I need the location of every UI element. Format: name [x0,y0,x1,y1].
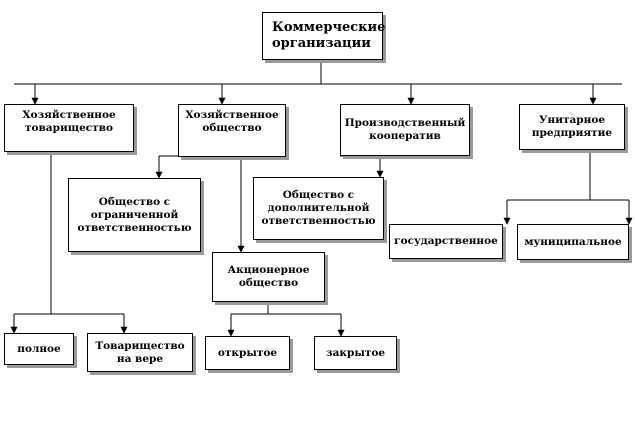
box-closed-company: закрытое [314,336,397,370]
business-partnership-label: Хозяйственное товарищество [22,109,116,134]
box-unitary-enterprise: Унитарное предприятие [519,104,625,150]
box-state: государственное [389,224,503,259]
limited-partnership-label: Товарищество на вере [95,339,185,365]
box-limited-partnership: Товарищество на вере [87,333,193,372]
box-llc: Общество с ограниченной ответственностью [68,178,201,252]
box-municipal: муниципальное [517,224,629,260]
full-partnership-label: полное [17,342,61,355]
joint-stock-label: Акционерное общество [227,264,310,289]
box-joint-stock-company: Акционерное общество [212,252,325,302]
state-label: государственное [394,235,498,247]
box-business-company: Хозяйственное общество [178,104,286,157]
cooperative-label: Производственный кооператив [344,117,466,142]
root-commercial-organizations: Коммерческие организации [262,12,386,60]
business-company-label: Хозяйственное общество [185,109,279,134]
root-label: Коммерческие организации [272,20,386,51]
alc-label: Общество с дополнительной ответственност… [261,189,376,227]
box-additional-liability-company: Общество с дополнительной ответственност… [253,177,384,240]
box-open-company: открытое [205,336,290,370]
box-production-cooperative: Производственный кооператив [340,104,470,156]
municipal-label: муниципальное [524,235,622,248]
box-full-partnership: полное [4,333,74,365]
unitary-enterprise-label: Унитарное предприятие [531,114,613,139]
box-business-partnership: Хозяйственное товарищество [4,104,134,152]
open-company-label: открытое [217,346,278,359]
closed-company-label: закрытое [325,346,386,359]
llc-label: Общество с ограниченной ответственностью [77,195,192,234]
